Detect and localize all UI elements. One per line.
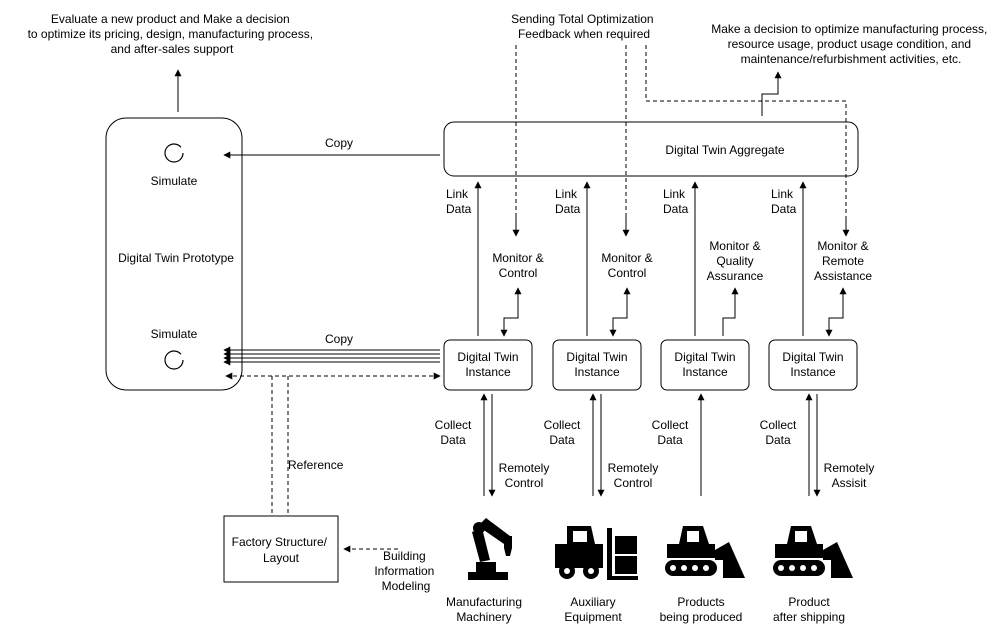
factory-structure-box — [223, 515, 339, 583]
optimization-feedback-lines — [515, 45, 847, 236]
bulldozer-icon — [665, 526, 745, 578]
bulldozer-icon — [773, 526, 853, 578]
simulate-bottom-label: Simulate — [151, 327, 198, 341]
monitor-label: Monitor &Control — [492, 251, 543, 280]
prototype-label: Digital Twin Prototype — [118, 251, 234, 265]
digital-twin-instance-box — [443, 339, 533, 391]
monitor-connector — [722, 287, 739, 336]
digital-twin-aggregate-box — [443, 121, 859, 177]
top-left-note: Evaluate a new product and Make a decisi… — [28, 12, 317, 56]
copy-bottom-arrows — [223, 346, 440, 366]
robot-arm-icon — [468, 518, 512, 580]
reference-connector — [271, 376, 289, 516]
simulate-top-label: Simulate — [151, 174, 198, 188]
aggregate-label: Digital Twin Aggregate — [665, 143, 785, 157]
digital-twin-instance-box — [552, 339, 642, 391]
bim-label: Building Information Modeling — [374, 549, 437, 593]
reference-label: Reference — [288, 458, 344, 472]
top-right-note: Make a decision to optimize manufacturin… — [711, 22, 990, 66]
digital-twin-prototype-box — [105, 117, 243, 391]
monitor-connector — [609, 287, 631, 337]
monitor-label: Monitor &Control — [601, 251, 652, 280]
monitor-connector — [500, 287, 522, 337]
forklift-icon — [555, 526, 638, 580]
digital-twin-instance-box — [660, 339, 750, 391]
right-decision-arrow — [761, 71, 782, 116]
copy-top-label: Copy — [325, 136, 353, 150]
simulate-top-icon — [164, 143, 184, 163]
copy-bottom-label: Copy — [325, 332, 353, 346]
factory-structure-label: Factory Structure/ Layout — [232, 535, 331, 565]
top-middle-note: Sending Total Optimization Feedback when… — [511, 12, 657, 41]
monitor-connector — [825, 287, 847, 337]
digital-twin-instance-box — [768, 339, 858, 391]
simulate-bottom-icon — [164, 350, 184, 370]
